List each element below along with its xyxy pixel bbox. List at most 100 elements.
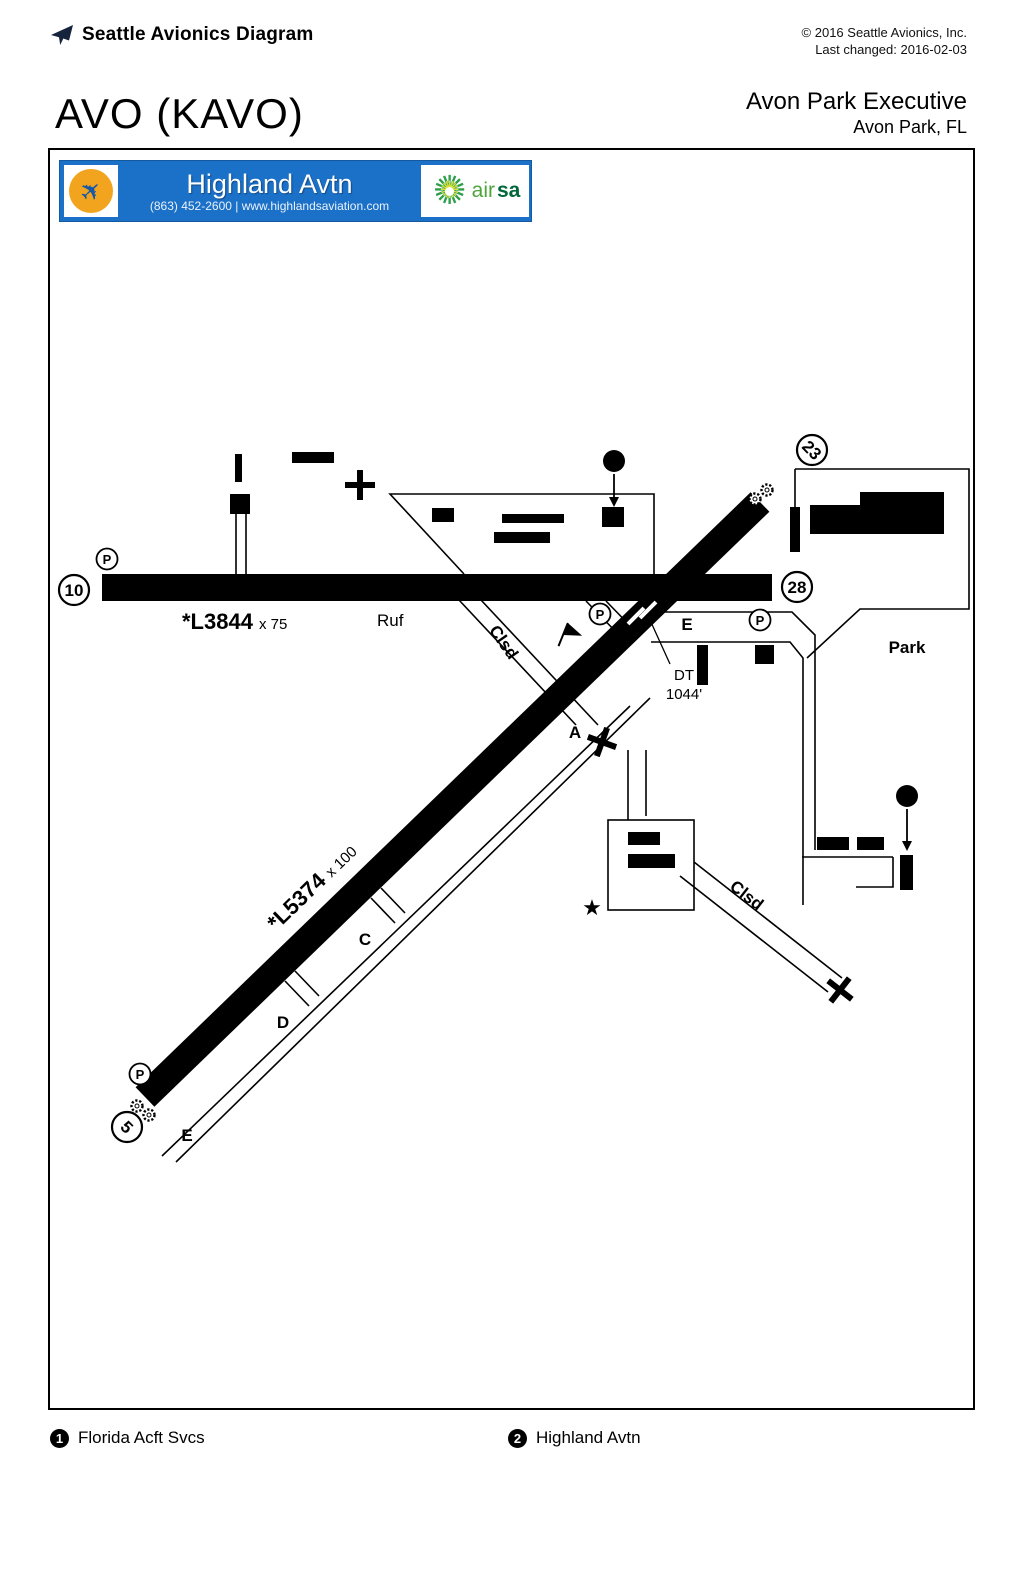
hangar [628,854,675,868]
segmented-circle-icon [760,483,774,497]
copyright-text: © 2016 Seattle Avionics, Inc. [801,25,967,40]
legend-item-2: 2 Highland Avtn [508,1428,641,1448]
parking-circle: P [128,1062,152,1086]
building [755,645,774,664]
park-label: Park [889,638,926,657]
runway-surface-note: Ruf [377,611,404,630]
airplane-icon: ✈ [72,172,110,210]
bp-helios-icon: ✺ ✺ [430,171,470,211]
taxiway-a-label: A [569,723,581,742]
building [502,514,564,523]
taxiway-c-label: C [359,930,371,949]
marker-1: 1 [603,450,625,507]
fbo-legend: 1 Florida Acft Svcs 2 Highland Avtn [0,1428,1024,1448]
arrow-down-icon [902,841,912,851]
closed-x-marker [586,726,618,758]
airport-name-block: Avon Park Executive Avon Park, FL [746,88,967,138]
sponsor-word-air: air [471,179,495,202]
building [860,492,944,534]
orange-circle: ✈ [69,169,113,213]
hangar-area-outline [607,819,695,911]
svg-text:28: 28 [788,578,807,597]
taxiway-a-south-stub [627,750,647,820]
airport-name: Avon Park Executive [745,88,967,115]
brand: Seattle Avionics Diagram [50,24,313,46]
fbo-ad-text: Highland Avtn (863) 452-2600 | www.highl… [118,169,421,214]
title-row: AVO (KAVO) Avon Park Executive Avon Park… [0,88,1024,138]
parking-circles: P P P P [95,547,772,1086]
svg-text:P: P [136,1067,145,1082]
runway-end-5: 5 [110,1110,144,1144]
arrow-down-icon [609,497,619,507]
taxiway-c-connector [370,887,406,924]
taxiway-d-connector [284,970,320,1007]
segmented-circle-icon [748,492,762,506]
svg-text:P: P [756,613,765,628]
hangar [817,837,849,850]
svg-text:10: 10 [65,581,84,600]
access-road [235,514,247,574]
north-apron-outline [388,493,655,575]
building [292,452,334,463]
building [230,494,250,514]
segmented-circle-icon [142,1108,156,1122]
header: Seattle Avionics Diagram © 2016 Seattle … [0,24,1024,64]
building [810,505,860,534]
runway-end-28: 28 [780,570,814,604]
legend-number-2: 2 [508,1428,527,1448]
airport-location: Avon Park, FL [853,117,967,137]
brand-title: Seattle Avionics Diagram [82,24,314,45]
building [235,454,242,482]
building [790,507,800,552]
building [494,532,550,543]
sponsor-logo: ✺ ✺ air sa [421,165,529,217]
parking-circle: P [748,608,772,632]
fbo-1-building [602,507,624,527]
taxiway-d-label: D [277,1013,289,1032]
runway-5-23 [135,492,770,1107]
taxiway-outlines [161,468,970,1163]
closed-taxiway-2 [679,861,843,993]
header-meta: © 2016 Seattle Avionics, Inc. Last chang… [802,24,967,58]
last-changed-text: Last changed: 2016-02-03 [815,42,967,57]
closed-label-1: Clsd [485,622,522,663]
svg-text:1: 1 [610,453,618,469]
displaced-threshold-marks [626,600,658,626]
dt-distance: 1044' [666,686,702,703]
south-ramp-outline [802,856,894,888]
parallel-taxiway [161,697,651,1163]
legend-number-1: 1 [50,1428,69,1448]
hangar [628,832,660,845]
taxiway-e-label: E [681,615,692,634]
closed-x-marker [345,470,375,500]
hangar [857,837,884,850]
legend-label-2: Highland Avtn [536,1428,641,1447]
legend-label-1: Florida Acft Svcs [78,1428,205,1447]
fbo-ad-banner[interactable]: ✈ Highland Avtn (863) 452-2600 | www.hig… [59,160,532,222]
fbo-2-building [900,855,913,890]
svg-text:P: P [103,552,112,567]
segmented-circle-icon [130,1099,144,1113]
paper-plane-icon [51,25,73,45]
closed-label-2: Clsd [726,877,767,915]
fbo-plane-badge: ✈ [64,165,118,217]
beacon-star-icon: ★ [582,895,602,920]
marker-2: 2 [896,785,918,851]
parking-circle: P [588,602,612,626]
fbo-name: Highland Avtn [186,168,353,199]
runway-end-23: 23 [795,433,829,467]
segmented-circle-icons [130,483,774,1122]
svg-text:P: P [596,607,605,622]
runway-end-10: 10 [57,573,91,607]
fbo-contact: (863) 452-2600 | www.highlandsaviation.c… [149,198,390,213]
parking-circle: P [95,547,119,571]
building [432,508,454,522]
legend-item-1: 1 Florida Acft Svcs [50,1428,508,1448]
buildings [230,452,944,890]
airport-code: AVO (KAVO) [55,90,304,137]
svg-text:2: 2 [903,788,911,804]
closed-x-markers [345,470,854,1004]
